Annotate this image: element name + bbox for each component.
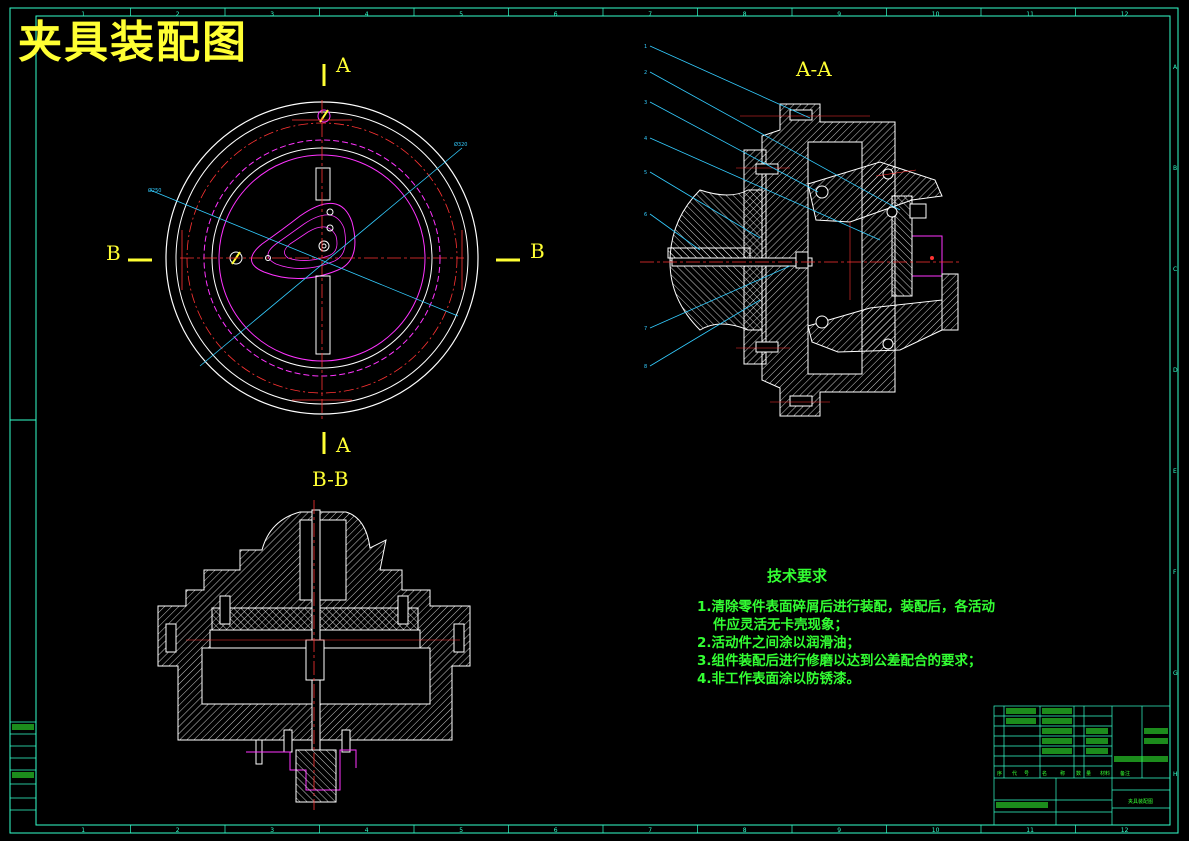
tech-requirements-title: 技术要求 — [767, 567, 828, 585]
view-label-bb: B-B — [312, 467, 349, 491]
title-block-header: 数 — [1076, 771, 1082, 777]
tech-requirement-line: 2.活动件之间涂以润滑油； — [697, 635, 861, 651]
leader-line — [649, 299, 761, 367]
tech-requirement-line: 3.组件装配后进行修磨以达到公差配合的要求； — [697, 653, 982, 669]
frame-row-letter: A — [1173, 63, 1178, 71]
frame-row-letter: D — [1173, 366, 1178, 374]
frame-column-number: 1 — [81, 11, 86, 18]
title-block-fill — [12, 708, 1168, 808]
section-mark-b-right: B — [530, 239, 545, 263]
frame-row-letter: C — [1173, 265, 1178, 273]
frame-column-number: 5 — [459, 11, 464, 18]
frame-column-number: 7 — [648, 11, 653, 18]
frame-column-number: 10 — [931, 827, 940, 834]
leader-number: 4 — [644, 136, 647, 142]
dim-d2: Ø320 — [454, 141, 467, 148]
frame-column-number: 11 — [1026, 827, 1034, 834]
frame-column-number: 6 — [553, 11, 558, 18]
leader-line — [649, 265, 791, 329]
frame-column-number: 2 — [175, 827, 180, 834]
title-block-header: 序 — [997, 771, 1003, 777]
frame-column-number: 11 — [1026, 11, 1034, 18]
view-label-aa: A-A — [796, 57, 832, 81]
frame-row-letter: G — [1173, 670, 1178, 678]
title-block-name: 夹具装配图 — [1128, 799, 1154, 805]
leader-line — [649, 213, 701, 251]
frame-column-number: 12 — [1120, 827, 1129, 834]
leader-line — [649, 137, 881, 241]
technical-requirements: 技术要求 1.清除零件表面碎屑后进行装配，装配后，各活动 件应灵活无卡壳现象； … — [697, 565, 995, 688]
frame-column-number: 2 — [175, 11, 180, 18]
part-leader-labels: 1 2 3 4 5 6 7 8 — [644, 44, 647, 370]
frame-row-letter: H — [1173, 771, 1178, 779]
title-block-header: 名 — [1042, 771, 1048, 777]
title-block-header: 备注 — [1120, 771, 1131, 777]
frame-column-ticks — [130, 8, 1076, 833]
frame-column-number: 8 — [742, 11, 747, 18]
leader-number: 7 — [644, 326, 647, 332]
leader-line — [649, 171, 761, 239]
section-aa-view — [640, 103, 960, 417]
leader-number: 3 — [644, 100, 647, 106]
leader-line — [649, 101, 819, 193]
tech-requirement-line: 1.清除零件表面碎屑后进行装配，装配后，各活动 — [697, 599, 996, 615]
section-mark-a-top: A — [336, 53, 351, 77]
leader-number: 1 — [644, 44, 647, 50]
title-block-header: 量 — [1086, 771, 1092, 777]
frame-column-number: 3 — [270, 11, 275, 18]
section-mark-a-bottom: A — [336, 433, 351, 457]
frame-column-number: 8 — [742, 827, 747, 834]
tech-requirement-line: 4.非工作表面涂以防锈漆。 — [697, 671, 861, 687]
drawing-title: 夹具装配图 — [18, 17, 248, 68]
leader-line — [649, 71, 901, 211]
leader-number: 6 — [644, 212, 647, 218]
dim-d1: Ø250 — [148, 187, 161, 194]
frame-column-number: 6 — [553, 827, 558, 834]
title-block-header: 代 — [1012, 771, 1018, 777]
title-block-header: 号 — [1024, 771, 1030, 777]
top-view — [128, 64, 520, 454]
frame-column-number: 4 — [364, 827, 369, 834]
frame-column-number: 5 — [459, 827, 464, 834]
leader-number: 2 — [644, 70, 647, 76]
frame-row-letter: B — [1173, 164, 1178, 172]
frame-column-number: 10 — [931, 11, 940, 18]
frame-column-number: 12 — [1120, 11, 1129, 18]
leader-line — [649, 45, 811, 119]
section-mark-b-left: B — [106, 241, 121, 265]
title-block-header: 称 — [1060, 771, 1066, 777]
tech-requirement-line: 件应灵活无卡壳现象； — [713, 617, 848, 633]
frame-row-letter: F — [1173, 569, 1177, 577]
frame-column-number: 1 — [81, 827, 86, 834]
frame-column-number: 4 — [364, 11, 369, 18]
title-block — [10, 705, 1171, 826]
frame-column-number: 7 — [648, 827, 653, 834]
frame-column-number: 9 — [837, 827, 842, 834]
frame-column-number: 3 — [270, 827, 275, 834]
frame-row-letter: E — [1173, 468, 1177, 476]
leader-number: 5 — [644, 170, 647, 176]
section-bb-view — [157, 500, 471, 810]
title-block-header: 材料 — [1100, 771, 1111, 777]
leader-number: 8 — [644, 364, 647, 370]
frame-column-number: 9 — [837, 11, 842, 18]
part-leaders — [649, 45, 901, 367]
